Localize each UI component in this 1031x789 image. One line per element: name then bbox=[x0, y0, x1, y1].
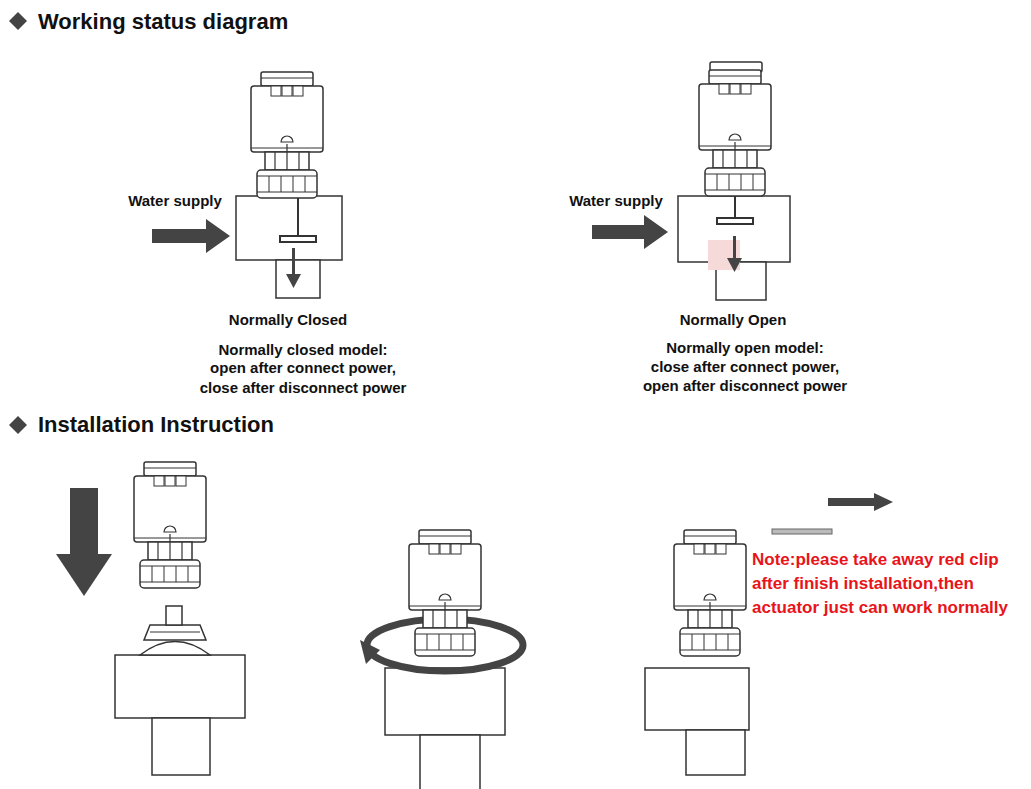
pull-arrow bbox=[828, 498, 876, 506]
valve-plug bbox=[717, 218, 753, 224]
section-heading: Working status diagram bbox=[38, 9, 288, 35]
note-text: after finish installation,then bbox=[752, 573, 974, 595]
valve-body bbox=[678, 196, 790, 300]
flow-arrow bbox=[292, 248, 295, 276]
valve-body bbox=[385, 668, 505, 789]
flow-arrow bbox=[727, 258, 742, 272]
valve-plug bbox=[280, 198, 316, 242]
state-description: Normally closed model: bbox=[218, 341, 387, 359]
valve-body bbox=[276, 260, 320, 298]
rotate-arrow bbox=[360, 640, 380, 664]
actuator bbox=[674, 530, 746, 656]
valve-body bbox=[385, 668, 505, 735]
state-title: Normally Closed bbox=[229, 311, 347, 329]
state-description: close after disconnect power bbox=[200, 379, 407, 397]
state-description: open after connect power, bbox=[210, 359, 396, 377]
valve-body bbox=[686, 730, 745, 775]
actuator bbox=[699, 70, 771, 196]
valve-body bbox=[152, 718, 210, 775]
valve-body bbox=[144, 625, 206, 640]
valve-body bbox=[166, 606, 182, 625]
actuator bbox=[251, 72, 323, 198]
state-description: Normally open model: bbox=[666, 339, 824, 357]
bullet-diamond bbox=[9, 12, 27, 30]
flow-arrow bbox=[152, 229, 208, 243]
flow-arrow bbox=[592, 225, 646, 239]
bullet-diamond bbox=[9, 416, 27, 434]
flow-arrow bbox=[152, 219, 301, 288]
state-description: open after disconnect power bbox=[643, 377, 847, 395]
down-arrow bbox=[56, 488, 112, 596]
valve-plug bbox=[734, 196, 736, 220]
flow-arrow bbox=[592, 215, 742, 272]
note-text: Note:please take away red clip bbox=[752, 549, 999, 571]
down-arrow bbox=[56, 554, 112, 596]
valve-body bbox=[115, 606, 245, 775]
valve-plug bbox=[280, 236, 316, 242]
state-title: Normally Open bbox=[680, 311, 787, 329]
pull-arrow bbox=[828, 493, 893, 511]
valve-body bbox=[236, 196, 342, 260]
down-arrow bbox=[70, 488, 98, 556]
note-text: actuator just can work normally bbox=[752, 597, 1008, 619]
valve-plug bbox=[297, 198, 299, 238]
section-heading: Installation Instruction bbox=[38, 412, 274, 438]
actuator bbox=[409, 530, 481, 656]
valve-body bbox=[115, 655, 245, 718]
valve-body bbox=[420, 735, 480, 789]
flow-label: Water supply bbox=[128, 192, 222, 210]
valve-body bbox=[645, 668, 749, 775]
valve-plug bbox=[717, 196, 753, 224]
state-description: close after connect power, bbox=[651, 358, 839, 376]
actuator bbox=[134, 462, 206, 588]
valve-body bbox=[236, 196, 342, 298]
bullet-diamond bbox=[9, 12, 27, 434]
valve-body bbox=[140, 642, 210, 656]
valve-body bbox=[678, 196, 790, 262]
valve-body bbox=[150, 632, 200, 633]
flow-arrow bbox=[206, 219, 230, 253]
flow-arrow bbox=[644, 215, 668, 249]
flow-arrow bbox=[286, 274, 301, 288]
red-clip bbox=[772, 529, 832, 534]
valve-body bbox=[645, 668, 749, 730]
pull-arrow bbox=[874, 493, 893, 511]
flow-label: Water supply bbox=[569, 192, 663, 210]
